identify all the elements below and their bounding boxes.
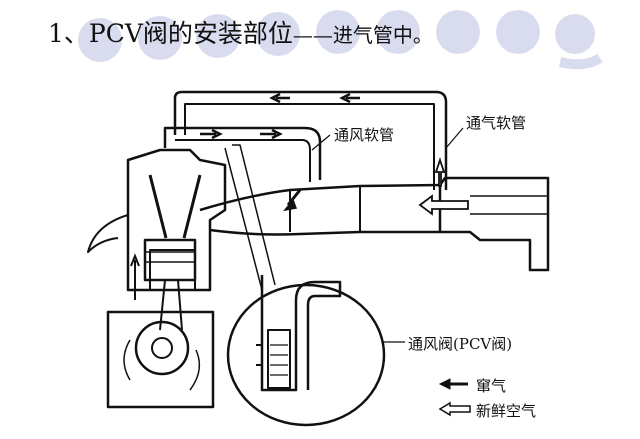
intake-manifold [199, 176, 550, 272]
pcv-detail-circle [226, 283, 386, 427]
breather-hose [173, 90, 448, 190]
legend-fresh-air-label: 新鲜空气 [476, 402, 537, 420]
piston [143, 238, 197, 282]
ventilation-hose-label: 通风软管 [334, 126, 395, 144]
slide-title-main: 1、PCV阀的安装部位 [48, 19, 293, 48]
pcv-valve-label: 通风阀(PCV阀) [408, 335, 513, 353]
fresh-air-arrow [418, 194, 469, 216]
breather-hose-label: 通气软管 [466, 114, 527, 132]
legend-blowby-label: 窜气 [476, 377, 507, 395]
crankcase [106, 310, 215, 409]
engine-block [126, 148, 227, 292]
slide-title-suffix: ——进气管中。 [292, 23, 433, 47]
decorative-circles [78, 10, 603, 70]
slide-title: 1、PCV阀的安装部位——进气管中。 [48, 14, 433, 50]
ventilation-hose [163, 126, 322, 180]
fresh-air-legend-arrow [438, 401, 471, 417]
